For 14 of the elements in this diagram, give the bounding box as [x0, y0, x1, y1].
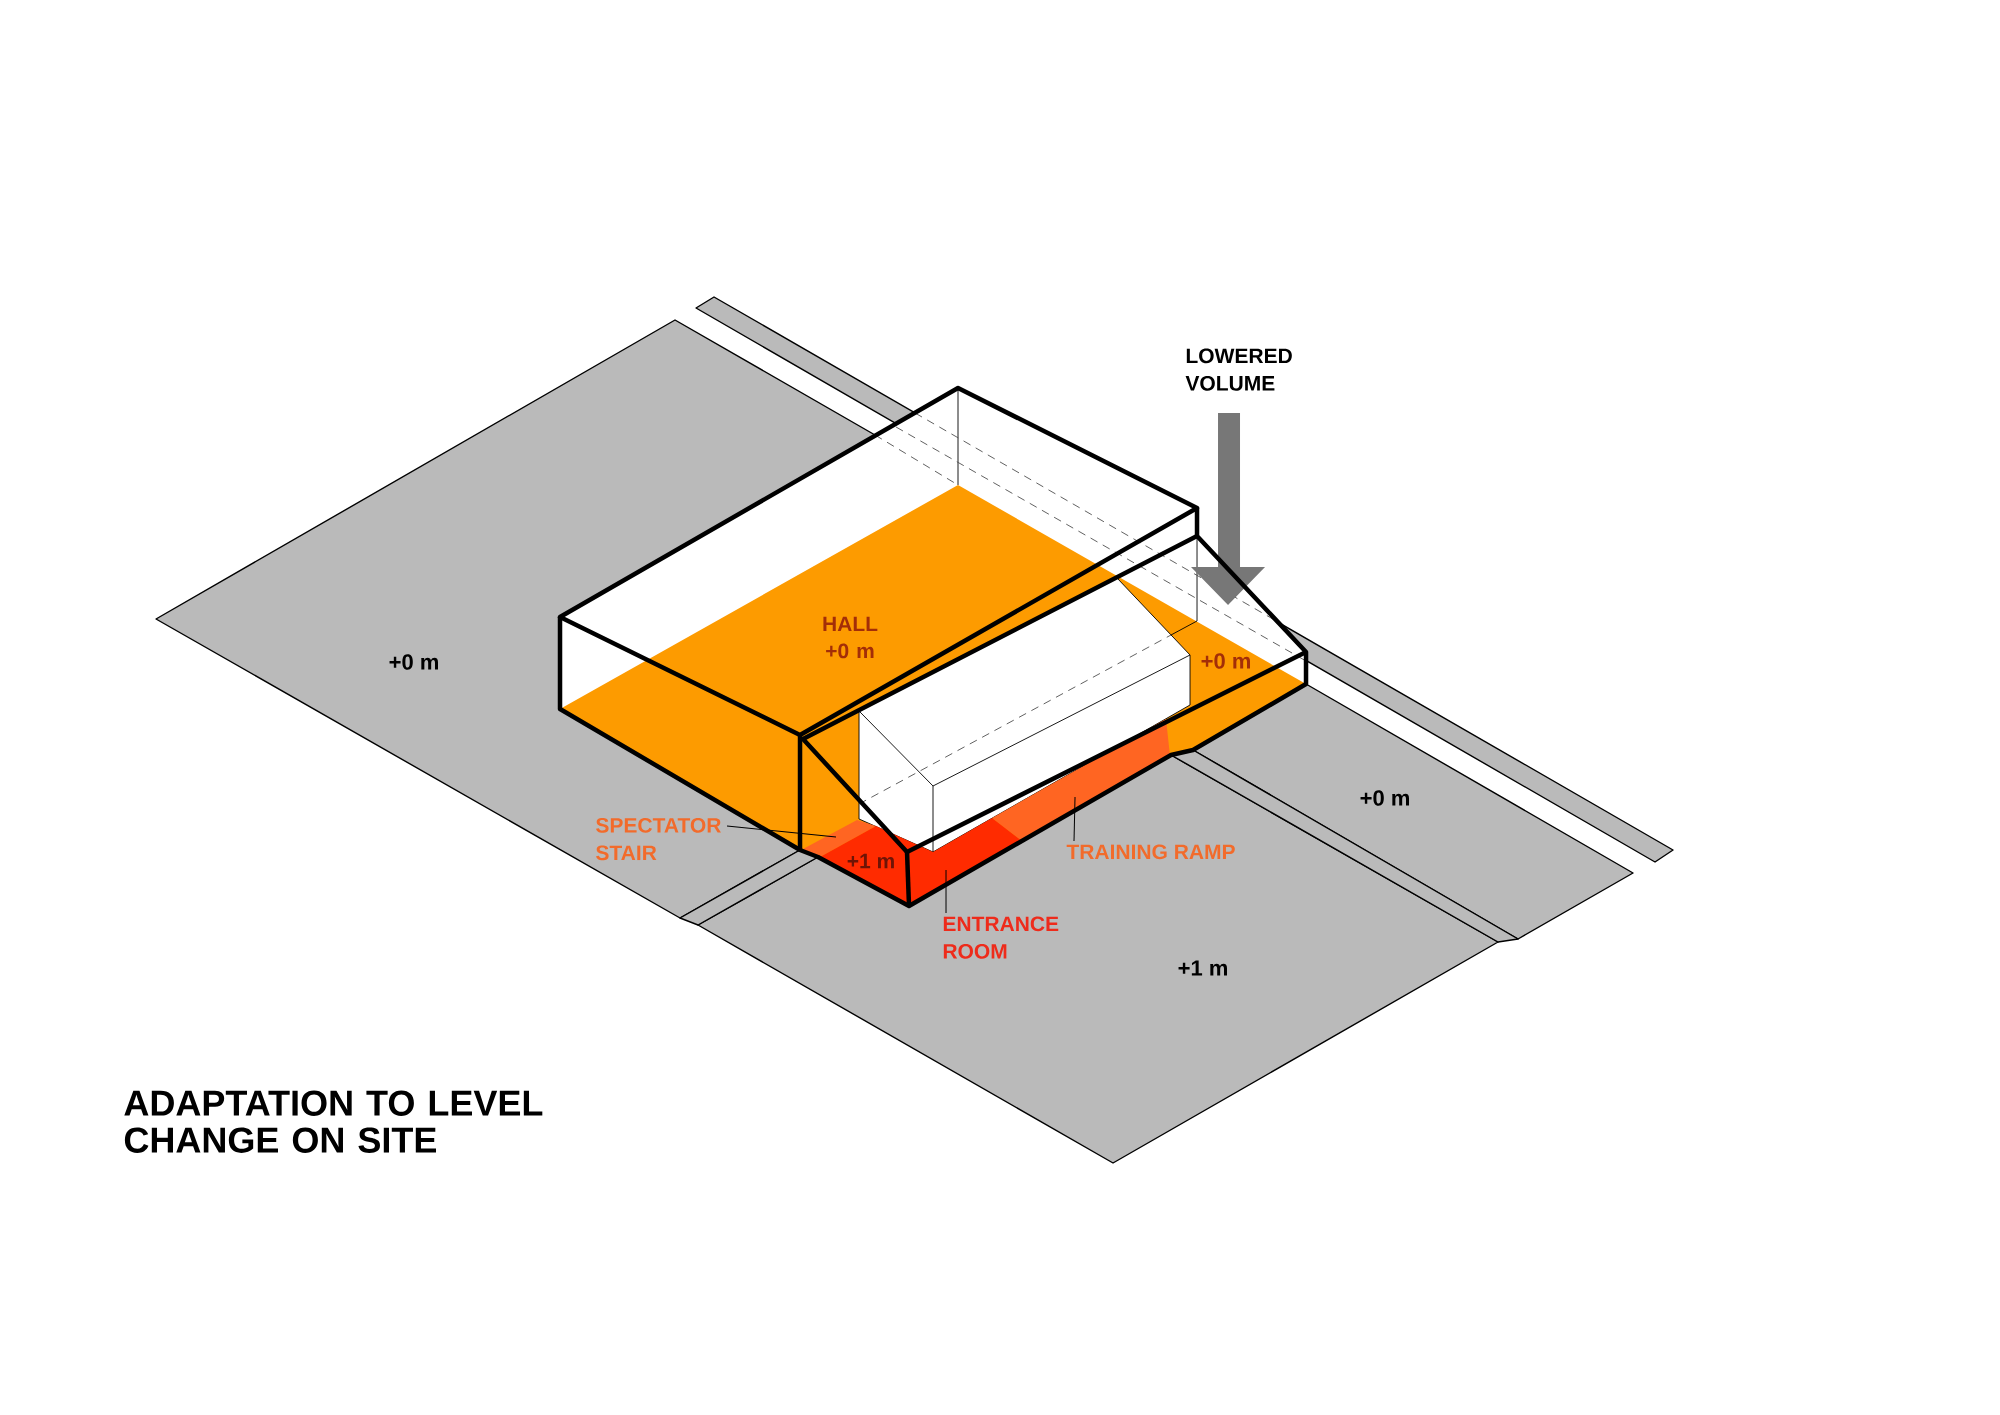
leader-line — [945, 869, 947, 914]
part-label: ENTRANCE ROOM — [943, 916, 1059, 959]
level-label: +0 m — [389, 654, 438, 670]
part-label: TRAINING RAMP — [1066, 844, 1235, 860]
part-label: LOWERED VOLUME — [1185, 348, 1292, 391]
entrance-area: +1 m — [820, 818, 1022, 906]
level-label: +0 m — [1360, 790, 1409, 806]
level-label: +0 m — [1201, 653, 1250, 669]
part-label: HALL +0 m — [823, 616, 878, 659]
title: ADAPTATION TO LEVEL CHANGE ON SITE — [124, 1090, 543, 1153]
part-label: SPECTATOR STAIR — [596, 817, 721, 861]
level-label: +1 m — [1178, 960, 1227, 976]
leader-line — [1073, 796, 1076, 842]
leader-line — [726, 825, 837, 838]
